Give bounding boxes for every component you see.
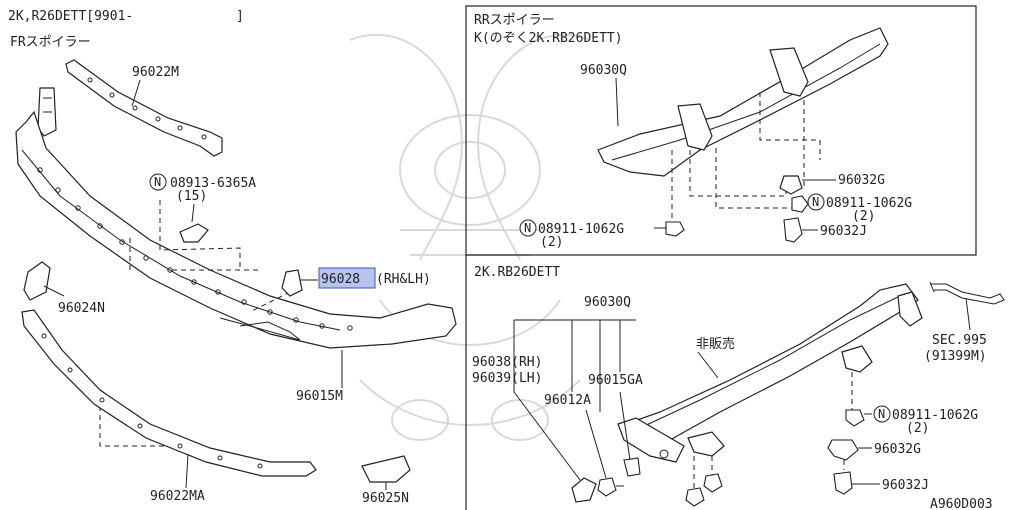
label-rear-96032J: 96032J [820, 224, 867, 239]
diagram-code: A960D003 [930, 497, 993, 510]
label-96028[interactable]: 96028 [321, 272, 360, 287]
rear-spoiler-note: K(のぞく2K.RB26DETT) [474, 31, 623, 46]
label-lower-96032J: 96032J [882, 478, 929, 493]
label-96038: 96038(RH) [472, 355, 542, 370]
part-lower-96032J[interactable] [833, 471, 853, 495]
part-96028-clip[interactable] [281, 269, 303, 297]
label-96015GA: 96015GA [588, 373, 643, 388]
gt-wing-stand-right [841, 345, 873, 373]
rear-spoiler-panel [465, 5, 977, 256]
lower-section-title: 2K.RB26DETT [474, 265, 560, 280]
label-96022M: 96022M [132, 65, 179, 80]
clip-08913-6365A[interactable] [179, 223, 209, 243]
nut-rear-right[interactable] [791, 195, 809, 213]
part-96022MA-strip[interactable] [21, 309, 317, 477]
part-96015M-holes [37, 167, 353, 331]
label-96039: 96039(LH) [472, 371, 542, 386]
label-96025N: 96025N [362, 491, 409, 506]
sec-995-rod[interactable] [930, 283, 1005, 305]
label-96012A: 96012A [544, 393, 591, 408]
part-96012A-clip[interactable] [597, 477, 617, 497]
label-sec-995-ref: (91399M) [924, 349, 987, 364]
part-96028-highlight[interactable] [318, 267, 376, 289]
label-08913-6365A-qty: (15) [176, 189, 207, 204]
gt-wing-endplate-right [897, 291, 923, 327]
label-96028-side: (RH&LH) [376, 272, 431, 287]
n-mark-rear-right [807, 193, 825, 211]
label-96015M: 96015M [296, 389, 343, 404]
part-96030Q-rear-wing[interactable] [597, 27, 889, 177]
n-mark-bolt-a [149, 173, 167, 191]
svg-text:N: N [878, 407, 885, 421]
part-96024N-lower[interactable] [23, 261, 51, 301]
nut-lower[interactable] [845, 409, 865, 427]
label-96024N: 96024N [58, 301, 105, 316]
model-label: 2K,R26DETT[9901- [8, 9, 133, 24]
nut-rear-left[interactable] [665, 221, 685, 237]
label-rear-nut-right: 08911-1062G [826, 196, 912, 211]
svg-text:N: N [524, 221, 531, 235]
label-rear-nut-left: 08911-1062G [538, 222, 624, 237]
rear-spoiler-title: RRスポイラー [474, 13, 555, 28]
label-lower-96032G: 96032G [874, 442, 921, 457]
n-mark-rear-left [519, 219, 537, 237]
label-not-sold: 非販売 [696, 336, 735, 352]
rear-wing-stand-right [769, 47, 809, 97]
part-96025N-bracket[interactable] [361, 455, 411, 483]
gt-wing-endplate-left [617, 417, 685, 463]
part-96015GA-bracket[interactable] [623, 457, 641, 477]
lower-nut-2[interactable] [703, 473, 723, 493]
n-mark-lower [873, 405, 891, 423]
label-rear-96032G: 96032G [838, 173, 885, 188]
part-96022M-strip[interactable] [65, 59, 223, 157]
label-lower-96030Q: 96030Q [584, 295, 631, 310]
part-96022M-holes [87, 77, 207, 140]
svg-text:N: N [154, 175, 161, 189]
label-sec-995[interactable]: SEC.995 [932, 333, 987, 348]
label-lower-nut-qty: (2) [906, 421, 929, 436]
lower-nut-1[interactable] [685, 487, 705, 507]
model-label-close: ] [236, 9, 244, 24]
part-96032J-bolt[interactable] [783, 217, 803, 243]
label-rear-96030Q: 96030Q [580, 63, 627, 78]
label-rear-nut-right-qty: (2) [852, 209, 875, 224]
label-96022MA: 96022MA [150, 489, 205, 504]
part-96022MA-holes [41, 333, 263, 469]
label-lower-nut: 08911-1062G [892, 408, 978, 423]
svg-text:N: N [812, 195, 819, 209]
part-96032G-grommet[interactable] [779, 175, 803, 195]
label-08913-6365A: 08913-6365A [170, 176, 256, 191]
part-lower-96032G[interactable] [827, 439, 859, 461]
rear-wing-stand-left [677, 103, 713, 151]
gt-wing-stand-left [687, 431, 725, 457]
label-rear-nut-left-qty: (2) [540, 235, 563, 250]
part-96038-endcap[interactable] [571, 477, 597, 503]
front-spoiler-title: FRスポイラー [10, 35, 91, 50]
